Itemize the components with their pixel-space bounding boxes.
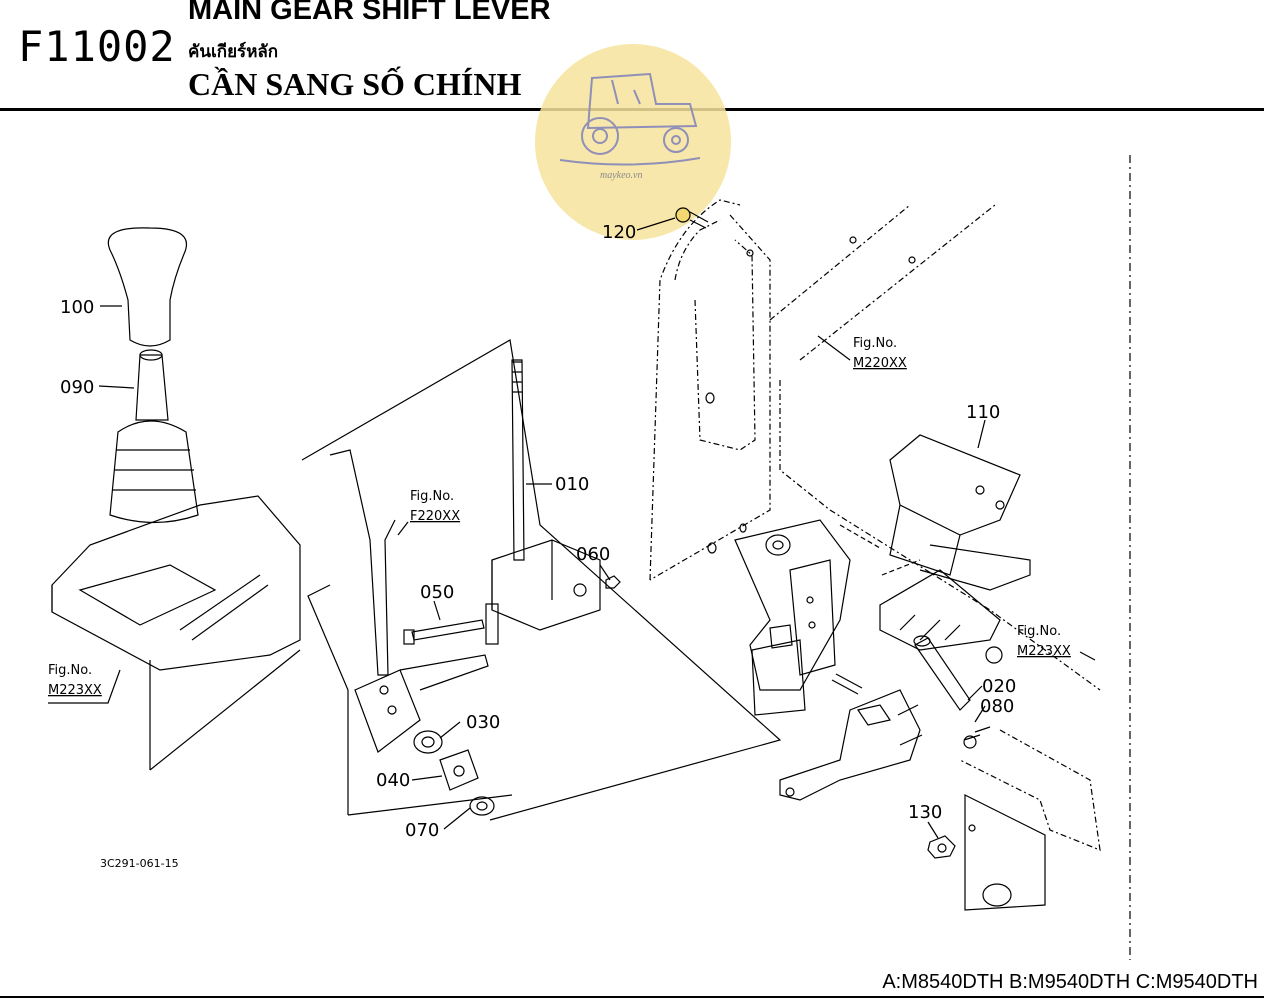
fig-ref-label-m220: Fig.No. xyxy=(853,336,897,351)
footer-rule xyxy=(0,996,1264,998)
part-label-070: 070 xyxy=(405,820,439,841)
part-label-020: 020 xyxy=(982,676,1016,697)
part-label-110: 110 xyxy=(966,402,1000,423)
fig-ref-f220[interactable]: F220XX xyxy=(410,509,460,524)
fig-ref-m223-left[interactable]: M223XX xyxy=(48,683,102,698)
model-list: A:M8540DTH B:M9540DTH C:M9540DTH xyxy=(882,971,1258,993)
fig-ref-label-m223-right: Fig.No. xyxy=(1017,624,1061,639)
part-label-090: 090 xyxy=(60,377,94,398)
part-label-040: 040 xyxy=(376,770,410,791)
section-code: F11002 xyxy=(18,22,176,71)
watermark-text: maykeo.vn xyxy=(600,170,642,181)
part-label-120: 120 xyxy=(602,222,636,243)
line-art xyxy=(48,155,1131,960)
part-label-010: 010 xyxy=(555,474,589,495)
title-english: MAIN GEAR SHIFT LEVER xyxy=(188,0,551,26)
fig-ref-label-f220: Fig.No. xyxy=(410,489,454,504)
fig-ref-label-m223-left: Fig.No. xyxy=(48,663,92,678)
tractor-icon xyxy=(559,72,701,166)
part-label-050: 050 xyxy=(420,582,454,603)
part-label-100: 100 xyxy=(60,297,94,318)
part-label-030: 030 xyxy=(466,712,500,733)
part-label-060: 060 xyxy=(576,544,610,565)
title-thai: คันเกียร์หลัก xyxy=(188,42,279,62)
fig-ref-m220[interactable]: M220XX xyxy=(853,356,907,371)
fig-ref-m223-right[interactable]: M223XX xyxy=(1017,644,1071,659)
part-label-080: 080 xyxy=(980,696,1014,717)
diagram-code: 3C291-061-15 xyxy=(100,857,179,870)
watermark-logo: maykeo.vn xyxy=(535,44,731,240)
title-vietnamese: CẦN SANG SỐ CHÍNH xyxy=(188,66,522,102)
part-label-130: 130 xyxy=(908,802,942,823)
